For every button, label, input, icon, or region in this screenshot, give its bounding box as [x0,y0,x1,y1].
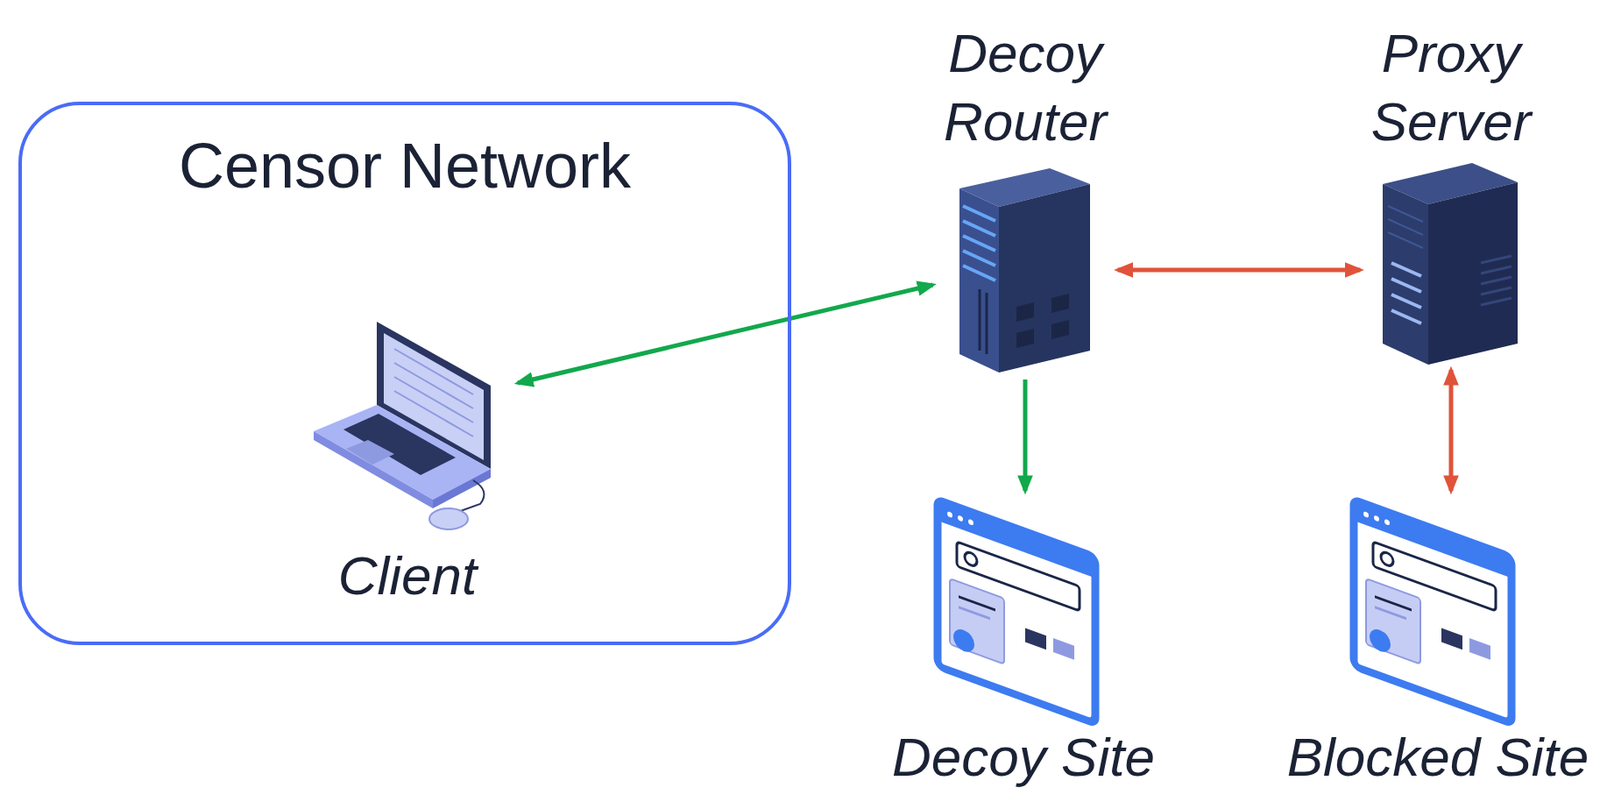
arrow-connector [517,284,934,383]
server-slots [1391,262,1422,324]
proxy-server-icon [1382,162,1518,365]
mouse [429,508,468,530]
server-front [959,188,999,373]
server-stripes [962,205,996,281]
server-side [998,184,1091,373]
node-label: Decoy Site [892,725,1155,788]
blocked-site-icon [1353,499,1512,724]
node-label: Decoy Router [943,19,1107,156]
device-node: Client [302,321,513,607]
server-front [1382,184,1429,365]
touchpad [346,439,395,465]
node-label: Client [338,544,478,607]
server-panels [1016,293,1070,348]
arrow-connector [1118,268,1361,273]
keyboard [343,413,456,475]
network-region: Client Censor Network [18,101,792,645]
node-label: Blocked Site [1287,725,1590,788]
decoy-site-icon [937,499,1096,724]
device-node: Blocked Site [1281,495,1595,788]
node-label: Proxy Server [1371,19,1532,156]
arrow-connector [1449,369,1454,491]
device-node: Decoy Site [886,495,1161,788]
server-side [1428,182,1518,365]
arrow-connector [1023,379,1028,491]
region-title: Censor Network [178,127,631,204]
mouse-cable [455,480,485,513]
laptop-icon [313,321,491,530]
server-slats [1480,255,1512,305]
server-vents [979,289,987,354]
router-server-icon [959,168,1091,373]
server-grid [1387,205,1424,248]
device-node: Proxy Server [1366,19,1537,365]
device-node: Decoy Router [938,19,1113,375]
